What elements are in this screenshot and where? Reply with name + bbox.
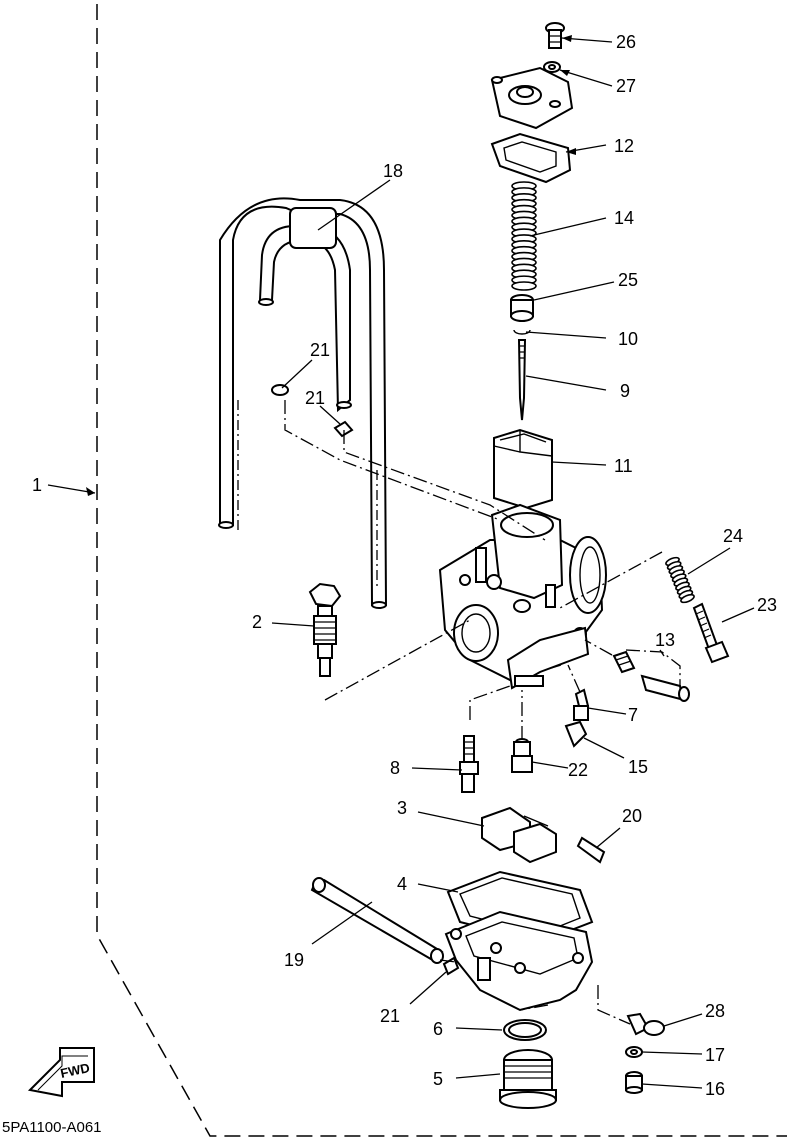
callout-21-lower: 21 xyxy=(380,1006,400,1026)
part-8-starter-plunger xyxy=(459,735,479,793)
callout-5: 5 xyxy=(433,1069,443,1089)
callout-14: 14 xyxy=(614,208,634,228)
float-chamber xyxy=(444,910,594,1012)
callout-26: 26 xyxy=(616,32,636,52)
assembly-center-lines xyxy=(284,400,681,1025)
fwd-label: FWD xyxy=(59,1060,91,1081)
part-20-float-pin xyxy=(576,836,606,864)
callout-8: 8 xyxy=(390,758,400,778)
part-27-washer xyxy=(543,61,561,73)
part-6-o-ring xyxy=(503,1019,547,1041)
callout-18: 18 xyxy=(383,161,403,181)
callout-28: 28 xyxy=(705,1001,725,1021)
part-16-bolt xyxy=(625,1071,643,1094)
callout-27: 27 xyxy=(616,76,636,96)
callout-20: 20 xyxy=(622,806,642,826)
callout-22: 22 xyxy=(568,760,588,780)
callout-12: 12 xyxy=(614,136,634,156)
callout-25: 25 xyxy=(618,270,638,290)
part-12-gasket xyxy=(490,132,572,184)
part-14-spring xyxy=(511,181,537,291)
part-28-hose-joint xyxy=(626,1012,665,1036)
callout-10: 10 xyxy=(618,329,638,349)
callout-17: 17 xyxy=(705,1045,725,1065)
callout-11: 11 xyxy=(614,456,633,476)
part-19-overflow-hose xyxy=(310,877,444,964)
part-10-clip xyxy=(513,329,531,335)
callout-15: 15 xyxy=(628,757,648,777)
callout-16: 16 xyxy=(705,1079,725,1099)
part-7-main-jet xyxy=(573,688,590,721)
part-22-needle-jet xyxy=(511,738,533,773)
callout-1: 1 xyxy=(32,475,42,495)
part-21-hose-clip-upper xyxy=(271,384,289,396)
spring-coil xyxy=(680,593,695,604)
part-25-holder xyxy=(510,294,534,322)
leader-arrowheads xyxy=(86,35,576,496)
part-17-washer xyxy=(625,1046,643,1058)
assembly-boundary xyxy=(96,4,787,1137)
callout-21-upper: 21 xyxy=(310,340,330,360)
callout-13: 13 xyxy=(655,630,675,650)
part-5-drain-plug xyxy=(499,1049,557,1109)
callout-19: 19 xyxy=(284,950,304,970)
part-9-jet-needle xyxy=(517,339,527,421)
part-26-screw xyxy=(545,22,565,49)
callout-23: 23 xyxy=(757,595,777,615)
part-13-air-screw-set xyxy=(612,650,690,702)
drawing-code: 5PA1100-A061 xyxy=(2,1119,102,1136)
callout-3: 3 xyxy=(397,798,407,818)
part-21-hose-clip-middle xyxy=(333,420,354,438)
part-21-hose-clip-lower xyxy=(442,956,460,976)
part-24-spring xyxy=(665,556,695,604)
part-15-plate xyxy=(564,720,588,748)
part-1-carburetor-body xyxy=(438,503,607,690)
callout-2: 2 xyxy=(252,612,262,632)
callout-21-middle: 21 xyxy=(305,388,325,408)
callout-9: 9 xyxy=(620,381,630,401)
part-3-float xyxy=(481,806,557,864)
callout-24: 24 xyxy=(723,526,743,546)
callout-6: 6 xyxy=(433,1019,443,1039)
part-18-vent-hose xyxy=(218,197,388,609)
mixing-chamber-top xyxy=(490,66,574,130)
fwd-arrow-icon: FWD xyxy=(27,1047,95,1098)
spring-coil xyxy=(511,281,537,291)
callout-labels: 1 2 3 4 5 6 7 8 9 10 11 12 13 14 15 16 1… xyxy=(32,32,777,1099)
callout-7: 7 xyxy=(628,705,638,725)
part-2-pilot-screw xyxy=(308,582,342,677)
part-11-throttle-valve xyxy=(493,428,553,510)
part-23-stop-screw xyxy=(692,602,730,664)
callout-4: 4 xyxy=(397,874,407,894)
